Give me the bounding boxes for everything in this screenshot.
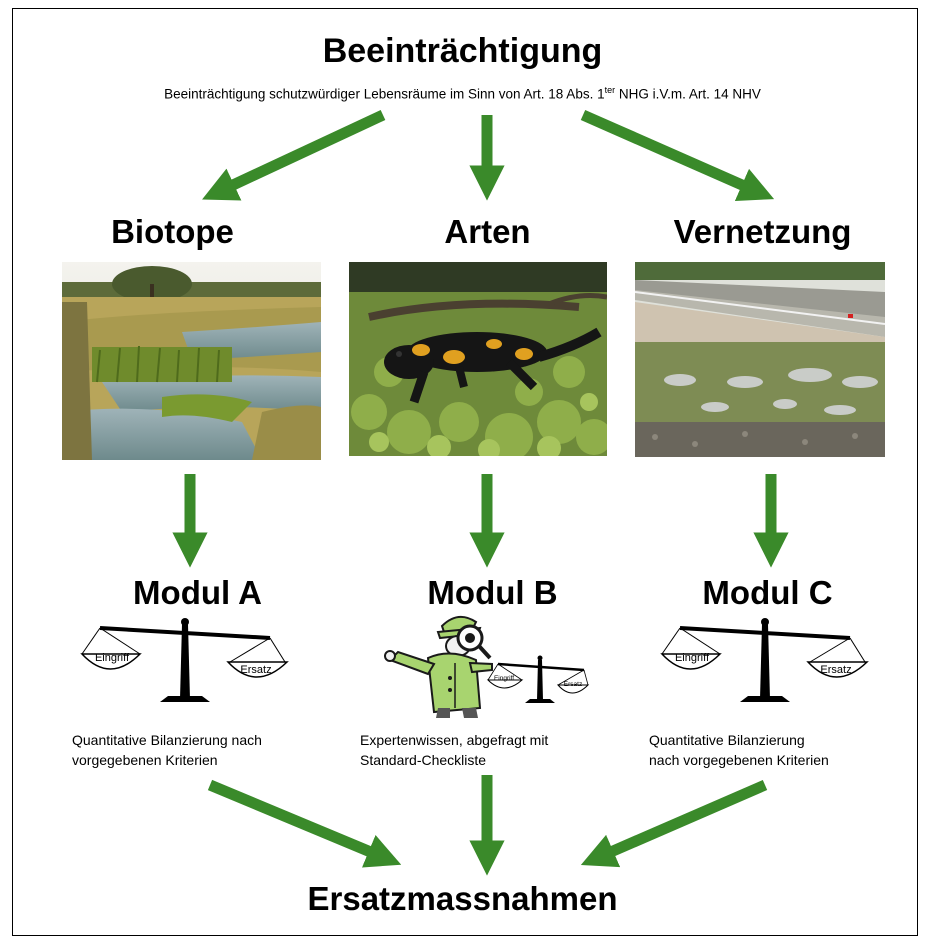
column-title-biotope: Biotope [111,213,234,250]
wetland-photo [62,262,321,460]
column-title-arten: Arten [444,213,531,250]
main-title: Beeinträchtigung [322,32,603,70]
subtitle-text: Beeinträchtigung schutzwürdiger Lebensrä… [164,86,605,102]
subtitle-superscript: ter [604,85,616,95]
arrow-a-to-ersatz [207,779,402,868]
detective-with-magnifier-icon [384,615,590,718]
arrow-to-biotope [202,110,386,201]
column-title-vernetzung: Vernetzung [673,213,852,250]
final-title: Ersatzmassnahmen [307,880,618,917]
scale-b-left-label: Eingriff [493,675,515,682]
scale-b-right-label: Ersatz [563,681,583,688]
module-a-description: Quantitative Bilanzierung nach vorgegebe… [72,732,262,768]
scale-c-left-label: Eingriff [674,652,710,664]
module-title-a: Modul A [133,574,262,611]
salamander-photo [349,262,607,456]
subtitle-text-end: NHG i.V.m. Art. 14 NHV [615,86,761,102]
subtitle: Beeinträchtigung schutzwürdiger Lebensrä… [0,85,925,102]
scale-a-right-label: Ersatz [240,664,272,676]
balance-scale-icon [80,618,289,702]
module-title-b: Modul B [427,574,558,611]
diagram-frame [12,8,918,936]
balance-scale-icon [660,618,869,702]
module-b-description: Expertenwissen, abgefragt mit Standard-C… [360,732,549,768]
module-c-description: Quantitative Bilanzierung nach vorgegebe… [649,732,829,768]
arrow-to-vernetzung [580,109,775,202]
road-pond-photo [635,262,885,457]
scale-c-right-label: Ersatz [820,664,852,676]
arrow-c-to-ersatz [580,779,768,868]
scale-a-left-label: Eingriff [94,652,130,664]
module-title-c: Modul C [702,574,833,611]
